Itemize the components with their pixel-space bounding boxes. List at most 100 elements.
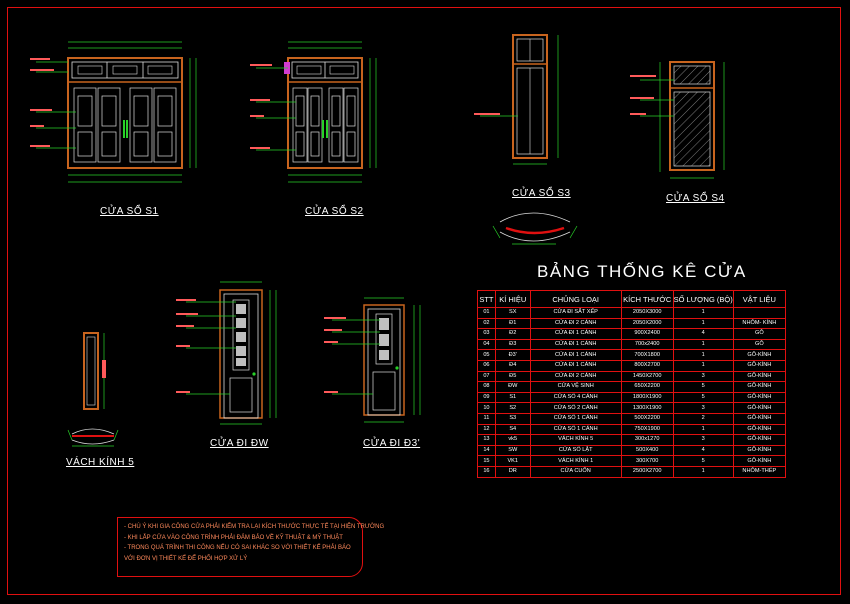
table-cell: 300x1270: [620, 434, 674, 446]
table-cell: GỖ: [732, 338, 787, 351]
table-cell: CỬA CUỐN: [529, 465, 622, 478]
table-cell: 4: [672, 444, 734, 457]
header-cell: STT: [477, 290, 496, 308]
table-cell: 1: [672, 465, 734, 478]
note-line: VỚI ĐƠN VỊ THIẾT KẾ ĐỂ PHỐI HỢP XỬ LÝ: [124, 555, 248, 562]
header-cell: KÍCH THƯỚC: [620, 290, 674, 308]
table-cell: GỖ-KÍNH: [732, 423, 787, 436]
drawing-border: [7, 7, 841, 595]
table-cell: 05: [477, 349, 496, 361]
note-line: - CHÚ Ý KHI GIA CÔNG CỬA PHẢI KIỂM TRA L…: [124, 524, 385, 530]
window-s1-drawing: [30, 41, 197, 183]
caption-window-s4: CỬA SỔ S4: [666, 193, 725, 204]
table-cell: 12: [477, 423, 496, 436]
table-cell: 01: [477, 307, 496, 319]
table-cell: CỬA ĐI 1 CÁNH: [529, 328, 622, 340]
table-cell: GỖ-KÍNH: [732, 381, 787, 393]
table-cell: 700x2400: [620, 338, 674, 351]
table-cell: 1450X2700: [620, 370, 674, 383]
table-cell: Đ4: [494, 359, 531, 372]
table-cell: ĐW: [494, 381, 531, 393]
table-cell: 3: [672, 434, 734, 446]
table-cell: CỬA SỔ 1 CÁNH: [529, 423, 622, 436]
table-cell: GỖ-KÍNH: [732, 434, 787, 446]
table-cell: 5: [672, 391, 734, 404]
table-cell: 2500X2700: [620, 465, 674, 478]
caption-door-d3: CỬA ĐI Đ3': [363, 438, 421, 449]
caption-window-s1: CỬA SỔ S1: [100, 206, 159, 217]
table-cell: 1: [672, 317, 734, 330]
table-cell: 07: [477, 370, 496, 383]
table-cell: 500X2200: [620, 412, 674, 425]
table-cell: 02: [477, 317, 496, 330]
table-cell: Đ3': [494, 349, 531, 361]
door-schedule-table: STT KÍ HIỆU CHỦNG LOẠI KÍCH THƯỚC SỐ LƯỢ…: [477, 290, 787, 478]
table-cell: 1: [672, 307, 734, 319]
table-cell: CỬA ĐI SẮT XẾP: [529, 307, 622, 319]
header-cell: KÍ HIỆU: [494, 290, 531, 308]
table-cell: 09: [477, 391, 496, 404]
table-cell: CỬA ĐI 2 CÁNH: [529, 370, 622, 383]
table-cell: 1300X1900: [620, 402, 674, 414]
table-cell: CỬA SỔ 4 CÁNH: [529, 391, 622, 404]
table-cell: Đ5: [494, 370, 531, 383]
table-cell: VÁCH KÍNH 1: [529, 455, 622, 467]
table-cell: CỬA ĐI 1 CÁNH: [529, 359, 622, 372]
table-cell: 750X1900: [620, 423, 674, 436]
caption-window-s3: CỬA SỔ S3: [512, 188, 571, 199]
table-cell: 2050X2000: [620, 317, 674, 330]
table-cell: 1: [672, 359, 734, 372]
table-cell: SX: [494, 307, 531, 319]
schedule-title: BẢNG THỐNG KÊ CỬA: [537, 262, 747, 281]
table-cell: GỖ-KÍNH: [732, 412, 787, 425]
table-cell: vk5: [494, 434, 531, 446]
table-cell: 14: [477, 444, 496, 457]
table-cell: 5: [672, 455, 734, 467]
table-cell: 500X400: [620, 444, 674, 457]
table-cell: 13: [477, 434, 496, 446]
table-cell: SW: [494, 444, 531, 457]
table-cell: 1800X1900: [620, 391, 674, 404]
table-cell: GỖ-KÍNH: [732, 349, 787, 361]
table-cell: CỬA VỆ SINH: [529, 381, 622, 393]
table-cell: VÁCH KÍNH 5: [529, 434, 622, 446]
table-cell: 1: [672, 349, 734, 361]
table-cell: GỖ: [732, 328, 787, 340]
table-cell: GỖ-KÍNH: [732, 370, 787, 383]
schedule-header-row: STT KÍ HIỆU CHỦNG LOẠI KÍCH THƯỚC SỐ LƯỢ…: [477, 290, 787, 308]
construction-notes: - CHÚ Ý KHI GIA CÔNG CỬA PHẢI KIỂM TRA L…: [117, 517, 385, 577]
table-cell: 300X700: [620, 455, 674, 467]
table-cell: CỬA SỔ 2 CÁNH: [529, 402, 622, 414]
table-cell: 03: [477, 328, 496, 340]
table-cell: GỖ-KÍNH: [732, 455, 787, 467]
caption-window-s2: CỬA SỔ S2: [305, 206, 364, 217]
table-cell: CỬA SỔ LẬT: [529, 444, 622, 457]
window-s4-drawing: [630, 61, 725, 179]
table-cell: GỖ-KÍNH: [732, 359, 787, 372]
table-cell: 06: [477, 359, 496, 372]
table-cell: NHÔM- KÍNH: [732, 317, 787, 330]
table-cell: 1: [672, 338, 734, 351]
table-cell: S4: [494, 423, 531, 436]
table-cell: 5: [672, 381, 734, 393]
header-cell: CHỦNG LOẠI: [529, 290, 622, 308]
table-cell: [732, 307, 787, 319]
table-cell: GỖ-KÍNH: [732, 402, 787, 414]
table-cell: 16: [477, 465, 496, 478]
table-cell: CỬA ĐI 2 CÁNH: [529, 317, 622, 330]
door-dw-drawing: [176, 281, 277, 425]
